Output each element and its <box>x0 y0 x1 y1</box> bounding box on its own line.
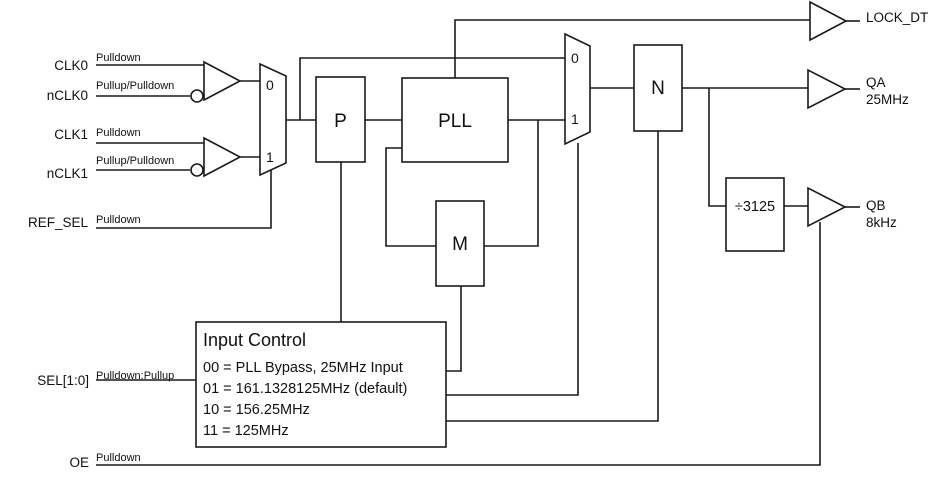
ref-sel-attribute: Pulldown <box>96 214 141 226</box>
p-divider-block: P <box>315 76 366 163</box>
ref-sel-label: REF_SEL <box>28 215 89 230</box>
input-control-line-10: 10 = 156.25MHz <box>203 402 310 418</box>
qa-frequency: 25MHz <box>866 92 909 107</box>
clk0-attribute: Pulldown <box>96 52 141 64</box>
input-control-line-00: 00 = PLL Bypass, 25MHz Input <box>203 360 403 376</box>
clk1-label: CLK1 <box>54 127 88 142</box>
clk0-label: CLK0 <box>54 58 88 73</box>
sel-attribute: Pulldown:Pullup <box>96 370 174 382</box>
lock-dt-label: LOCK_DT <box>866 10 928 25</box>
clk0-buffer <box>190 60 242 103</box>
output-mux-1-label: 1 <box>571 111 579 127</box>
input-control-line-01: 01 = 161.1328125MHz (default) <box>203 381 407 397</box>
pll-wiring <box>286 19 810 422</box>
oe-attribute: Pulldown <box>96 452 141 464</box>
clk1-buffer <box>190 136 242 178</box>
nclk1-label: nCLK1 <box>47 166 88 181</box>
input-mux-0-label: 0 <box>266 77 274 93</box>
p-block-label: P <box>334 111 347 132</box>
divide-3125-block: ÷3125 <box>725 177 785 252</box>
qa-buffer <box>807 68 860 110</box>
qb-buffer <box>807 186 860 228</box>
qb-label: QB <box>866 198 886 213</box>
input-mux: 0 1 <box>259 62 287 177</box>
nclk0-attribute: Pullup/Pulldown <box>96 80 174 92</box>
qa-label: QA <box>866 75 886 90</box>
qb-frequency: 8kHz <box>866 215 897 230</box>
input-control-block: Input Control 00 = PLL Bypass, 25MHz Inp… <box>195 321 447 448</box>
pll-block-label: PLL <box>438 111 472 132</box>
input-control-title: Input Control <box>203 330 306 350</box>
m-divider-block: M <box>435 200 485 287</box>
n-block-label: N <box>651 78 665 99</box>
m-block-label: M <box>452 234 468 255</box>
pll-block: PLL <box>401 77 509 163</box>
clk1-attribute: Pulldown <box>96 127 141 139</box>
input-control-line-11: 11 = 125MHz <box>203 423 289 439</box>
n-divider-block: N <box>633 44 683 132</box>
input-mux-1-label: 1 <box>266 149 274 165</box>
sel-label: SEL[1:0] <box>37 373 89 388</box>
input-wires <box>96 64 821 466</box>
divide-block-label: ÷3125 <box>735 199 775 215</box>
output-mux-0-label: 0 <box>571 50 579 66</box>
nclk0-label: nCLK0 <box>47 88 88 103</box>
lock-dt-buffer <box>809 0 860 42</box>
oe-label: OE <box>69 455 89 470</box>
nclk1-attribute: Pullup/Pulldown <box>96 155 174 167</box>
output-mux: 0 1 <box>564 32 591 146</box>
